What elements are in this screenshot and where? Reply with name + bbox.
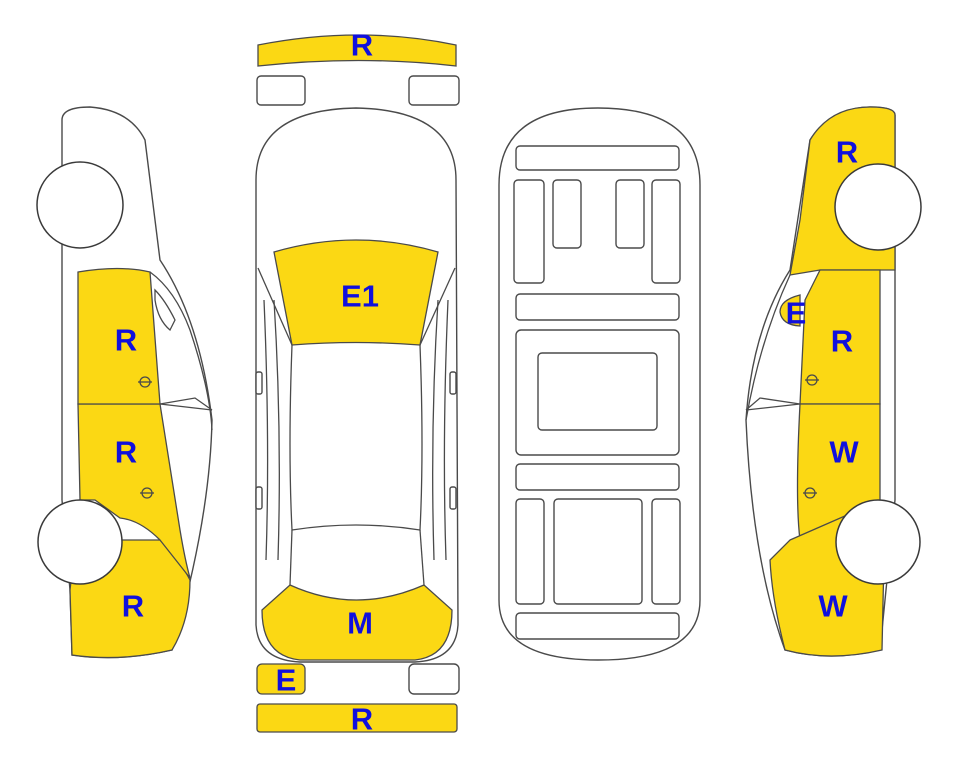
code-right-rear-quarter: W — [818, 589, 848, 624]
code-right-front-fender: R — [836, 135, 858, 170]
car-top-view: R E1 M E R — [255, 28, 460, 737]
code-rear-window: M — [347, 606, 373, 641]
left-rear-door-part[interactable] — [77, 403, 191, 579]
rear-left-lamp-part[interactable] — [256, 663, 306, 695]
rear-right-lamp-part[interactable] — [408, 663, 460, 695]
code-rear-bumper: R — [351, 702, 373, 737]
code-right-front-door: R — [831, 324, 853, 359]
front-bumper-part[interactable] — [257, 34, 457, 67]
car-underbody-view — [498, 107, 701, 661]
car-left-side-view: R R R — [36, 106, 213, 659]
code-right-rear-door: W — [829, 435, 859, 470]
code-right-mirror: E — [786, 296, 807, 331]
rear-bumper-part[interactable] — [256, 703, 458, 733]
front-left-lamp-part[interactable] — [256, 75, 306, 106]
left-front-door-part[interactable] — [77, 267, 161, 405]
right-mirror-part[interactable] — [779, 294, 801, 327]
rear-window-part[interactable] — [261, 584, 453, 661]
windshield-part[interactable] — [273, 239, 439, 346]
code-left-front-door: R — [115, 323, 137, 358]
code-left-rear-door: R — [115, 435, 137, 470]
car-right-side-view: R E R W W — [745, 106, 922, 657]
code-windshield: E1 — [341, 279, 379, 314]
code-front-bumper: R — [351, 28, 373, 63]
code-rear-left-lamp: E — [276, 663, 297, 698]
car-top-body — [255, 107, 459, 663]
code-left-rear-quarter: R — [122, 589, 144, 624]
front-right-lamp-part[interactable] — [408, 75, 460, 106]
